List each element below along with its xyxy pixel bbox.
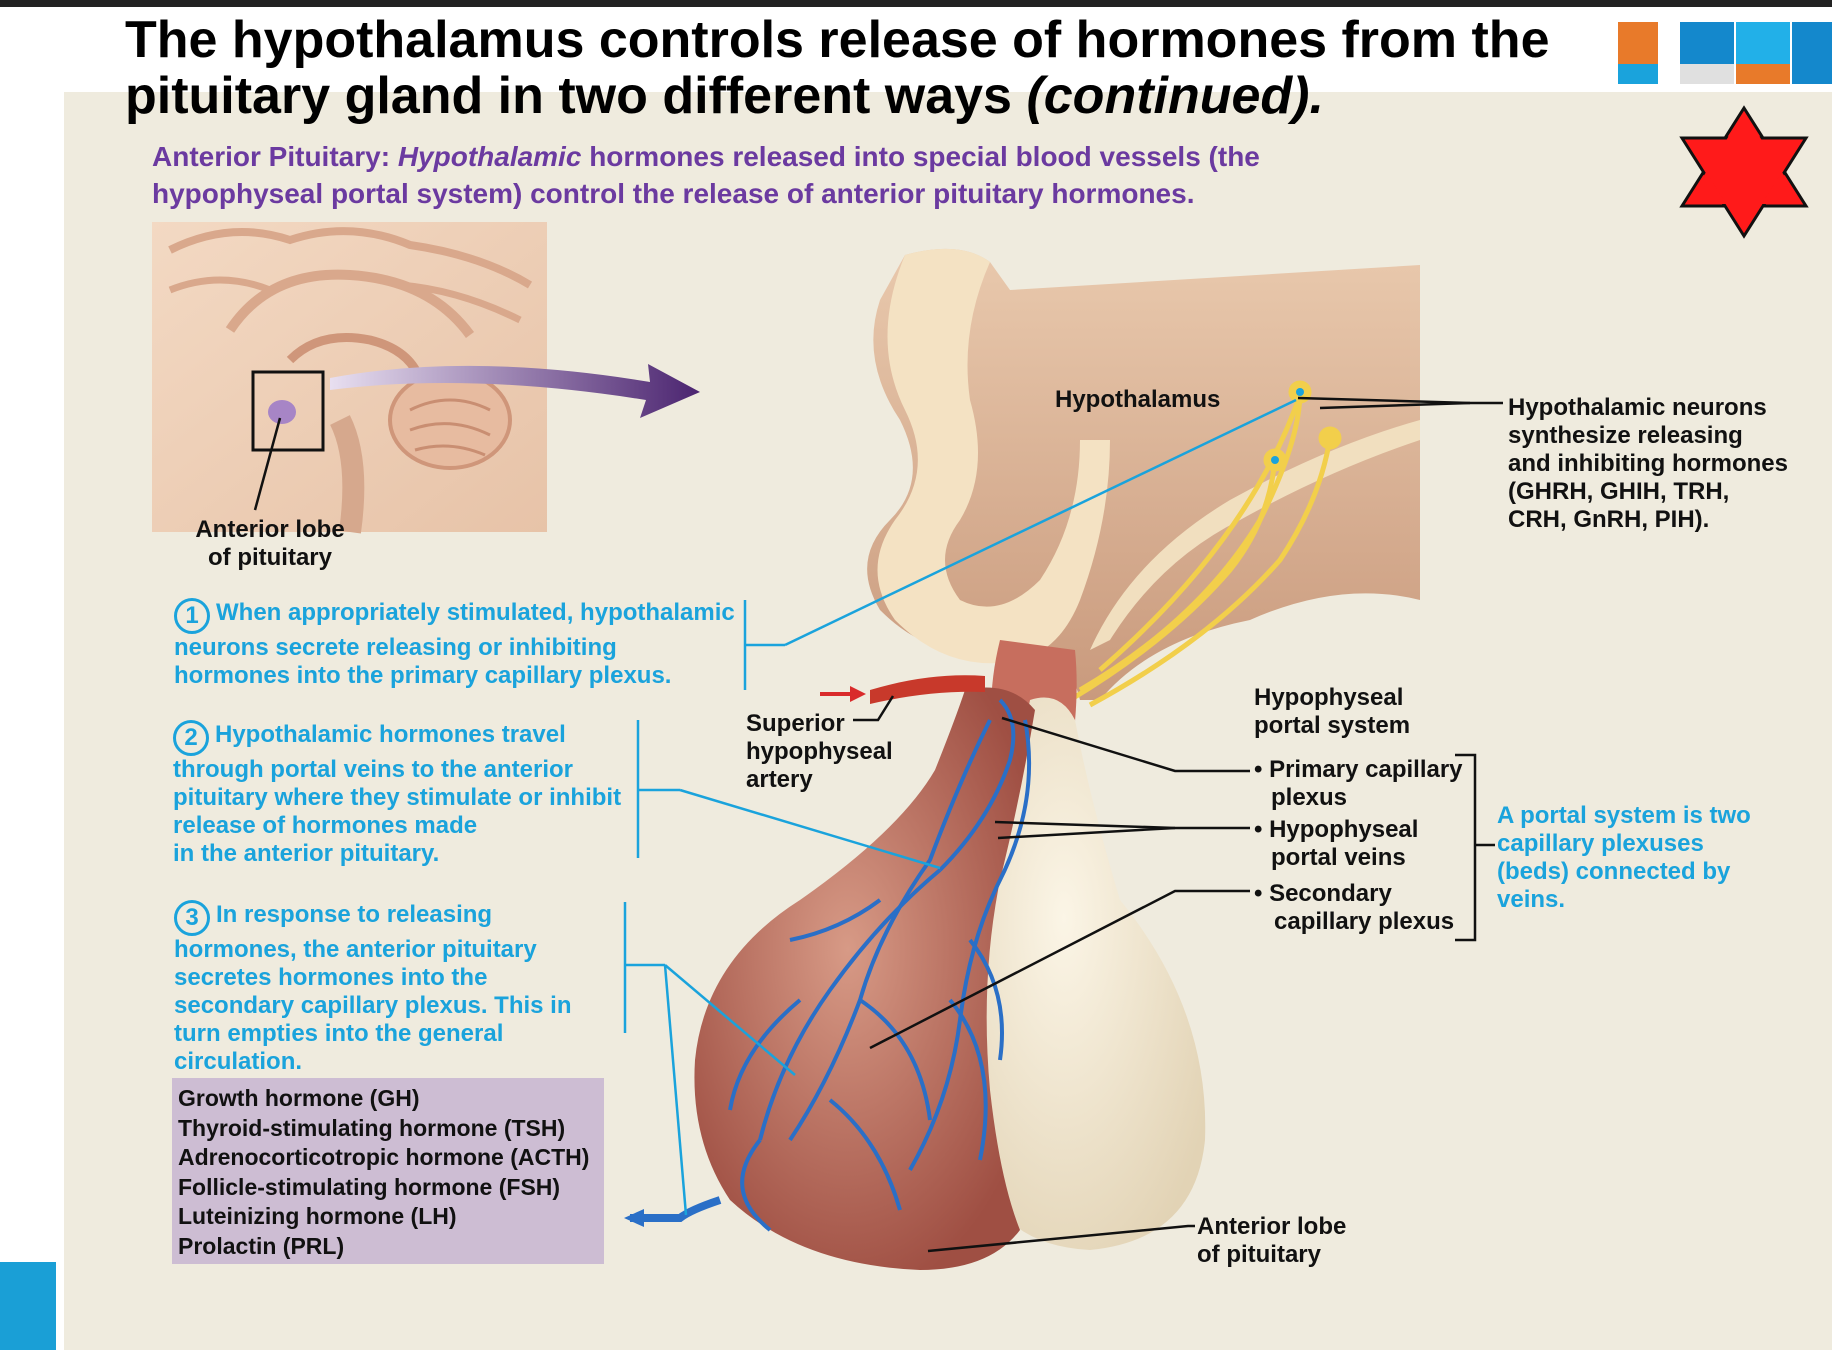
title-emphasis: (continued). xyxy=(1026,67,1324,125)
general-circulation-arrow-icon xyxy=(624,1209,644,1227)
anterior-lobe-label: Anterior lobe of pituitary xyxy=(1197,1213,1347,1268)
list-item: Adrenocorticotropic hormone (ACTH) xyxy=(178,1144,590,1170)
list-item: Luteinizing hormone (LH) xyxy=(178,1203,457,1229)
portal-system-note: A portal system is two capillary plexuse… xyxy=(1497,802,1751,913)
zoom-arrow-icon xyxy=(330,364,700,418)
subtitle-emphasis: Hypothalamic xyxy=(397,141,582,172)
slide-subtitle: Anterior Pituitary: Hypothalamic hormone… xyxy=(152,138,1412,212)
hypothalamus-label: Hypothalamus xyxy=(1055,386,1221,413)
hormone-list: Growth hormone (GH) Thyroid-stimulating … xyxy=(172,1078,604,1264)
portal-part-primary: • Primary capillary plexus xyxy=(1254,756,1463,811)
top-rule xyxy=(0,0,1832,7)
slide-title: The hypothalamus controls release of hor… xyxy=(125,12,1605,124)
step-1-number-icon: 1 xyxy=(174,598,210,634)
portal-vessels xyxy=(630,698,1032,1232)
logo-fragment xyxy=(0,1262,56,1350)
portal-part-secondary: • Secondary capillary plexus xyxy=(1254,880,1455,935)
leader-lines xyxy=(853,396,1503,1253)
anterior-lobe-inset-label: Anterior lobe of pituitary xyxy=(195,516,345,571)
list-item: Thyroid-stimulating hormone (TSH) xyxy=(178,1114,566,1141)
subtitle-rest: hormones released into special blood ves… xyxy=(152,141,1260,209)
corner-decoration xyxy=(1618,22,1832,84)
portal-part-veins: • Hypophyseal portal veins xyxy=(1254,816,1419,871)
neurons-note: Hypothalamic neurons synthesize releasin… xyxy=(1508,394,1788,533)
title-main: The hypothalamus controls release of hor… xyxy=(125,11,1550,125)
superior-artery xyxy=(870,675,985,704)
step-2-number-icon: 2 xyxy=(173,720,209,756)
list-item: Follicle-stimulating hormone (FSH) xyxy=(178,1173,561,1200)
superior-artery-label: Superior hypophyseal artery xyxy=(746,710,893,793)
hypothalamic-neurons xyxy=(1068,380,1342,708)
portal-system-title: Hypophyseal portal system xyxy=(1254,684,1411,739)
list-item: Growth hormone (GH) xyxy=(178,1085,420,1111)
step-brackets xyxy=(623,398,1297,1216)
step-3-number-icon: 3 xyxy=(174,900,210,936)
list-item: Prolactin (PRL) xyxy=(178,1232,345,1259)
subtitle-lead: Anterior Pituitary: xyxy=(152,141,391,172)
six-pointed-star-icon xyxy=(1679,105,1809,239)
